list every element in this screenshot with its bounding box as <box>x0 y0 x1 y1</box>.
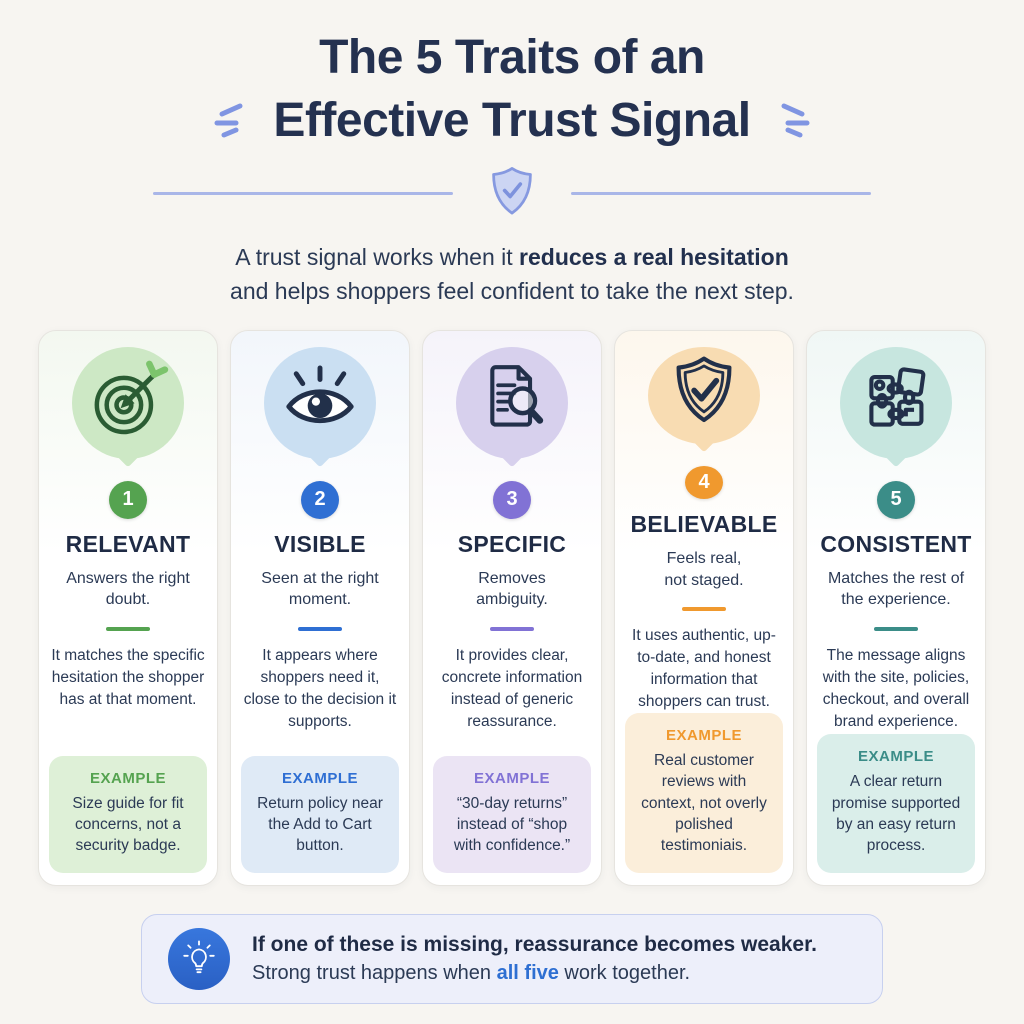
footer-line-2: Strong trust happens when all five work … <box>252 962 817 985</box>
example-label: EXAMPLE <box>89 769 166 787</box>
footer-line2-bold: all five <box>496 961 559 984</box>
trait-subtitle: Matches the rest of the experience. <box>827 569 965 609</box>
page-title: The 5 Traits of an Effective Trust Signa… <box>0 26 1024 153</box>
subtitle-line-2: and helps shoppers feel confident to tak… <box>230 277 794 304</box>
trait-subtitle: Feels real, not staged. <box>664 550 744 589</box>
eye-icon <box>279 359 361 446</box>
example-box: EXAMPLE A clear return promise supported… <box>817 734 975 873</box>
trait-subtitle: Seen at the right moment. <box>261 569 379 609</box>
puzzle-icon <box>855 359 937 446</box>
number-badge: 2 <box>301 480 339 519</box>
footer-line2-suffix: work together. <box>558 961 691 984</box>
number-badge: 5 <box>877 480 915 519</box>
lightbulb-icon <box>168 927 230 990</box>
trait-divider <box>298 626 342 631</box>
example-box: EXAMPLE Return policy near the Add to Ca… <box>241 755 399 873</box>
header-subtitle: A trust signal works when it reduces a r… <box>0 240 1024 308</box>
trait-description: It provides clear, concrete information … <box>441 646 583 730</box>
divider-line <box>153 191 453 195</box>
footer-line2-prefix: Strong trust happens when <box>252 961 497 984</box>
trait-card-relevant: 1 RELEVANT Answers the right doubt. It m… <box>38 329 218 886</box>
icon-bubble <box>72 346 184 459</box>
subtitle-prefix: A trust signal works when it <box>235 243 520 270</box>
trait-subtitle: Answers the right doubt. <box>66 569 190 609</box>
trait-subtitle: Removes ambiguity. <box>476 569 548 609</box>
example-label: EXAMPLE <box>281 769 358 787</box>
example-label: EXAMPLE <box>665 726 742 744</box>
trait-title: RELEVANT <box>65 530 191 557</box>
number-badge: 3 <box>493 480 531 519</box>
trait-title: SPECIFIC <box>457 530 567 557</box>
number-badge: 4 <box>685 466 723 500</box>
trait-divider <box>490 626 534 631</box>
trait-card-specific: 3 SPECIFIC Removes ambiguity. It provide… <box>422 329 602 886</box>
example-box: EXAMPLE Size guide for fit concerns, not… <box>49 755 207 873</box>
subtitle-bold: reduces a real hesitation <box>519 243 789 270</box>
shield-check-icon <box>489 165 535 222</box>
footer-text: If one of these is missing, reassurance … <box>252 933 817 985</box>
shield-check-icon <box>663 352 745 439</box>
example-text: Return policy near the Add to Cart butto… <box>257 794 383 855</box>
example-box: EXAMPLE Real customer reviews with conte… <box>625 712 783 873</box>
trait-divider <box>106 626 150 631</box>
trait-cards-row: 1 RELEVANT Answers the right doubt. It m… <box>0 329 1024 886</box>
icon-bubble <box>264 346 376 459</box>
icon-bubble <box>648 346 760 445</box>
example-text: A clear return promise supported by an e… <box>831 773 961 855</box>
document-magnifier-icon <box>471 359 553 446</box>
title-line-1: The 5 Traits of an <box>319 31 705 84</box>
title-line-2: Effective Trust Signal <box>273 94 751 148</box>
trait-title: BELIEVABLE <box>630 511 778 538</box>
sparkle-icon <box>209 99 251 143</box>
icon-bubble <box>456 346 568 459</box>
trait-description: It uses authentic, up-to-date, and hones… <box>632 626 776 710</box>
number-badge: 1 <box>109 480 147 519</box>
trait-card-visible: 2 VISIBLE Seen at the right moment. It a… <box>230 329 410 886</box>
divider-line <box>571 191 871 195</box>
example-box: EXAMPLE “30-day returns” instead of “sho… <box>433 755 591 873</box>
trait-divider <box>682 607 726 611</box>
trait-description: It appears where shoppers need it, close… <box>243 646 397 730</box>
trait-divider <box>874 626 918 631</box>
sparkle-icon <box>773 99 815 143</box>
footer-line-1: If one of these is missing, reassurance … <box>252 932 817 956</box>
trait-card-believable: 4 BELIEVABLE Feels real, not staged. It … <box>614 329 794 886</box>
footer-callout: If one of these is missing, reassurance … <box>141 913 883 1004</box>
trait-card-consistent: 5 CONSISTENT Matches the rest of the exp… <box>806 329 986 886</box>
header: The 5 Traits of an Effective Trust Signa… <box>0 26 1024 308</box>
trait-description: The message aligns with the site, polici… <box>822 646 970 730</box>
example-text: Real customer reviews with context, not … <box>641 751 767 855</box>
example-label: EXAMPLE <box>857 748 934 766</box>
target-icon <box>87 359 169 446</box>
example-text: Size guide for fit concerns, not a secur… <box>72 794 184 855</box>
icon-bubble <box>840 346 952 459</box>
header-divider <box>0 165 1024 222</box>
example-label: EXAMPLE <box>473 769 550 787</box>
trait-description: It matches the specific hesitation the s… <box>51 646 205 708</box>
trait-title: VISIBLE <box>274 530 366 557</box>
example-text: “30-day returns” instead of “shop with c… <box>453 794 571 855</box>
trait-title: CONSISTENT <box>820 530 972 557</box>
